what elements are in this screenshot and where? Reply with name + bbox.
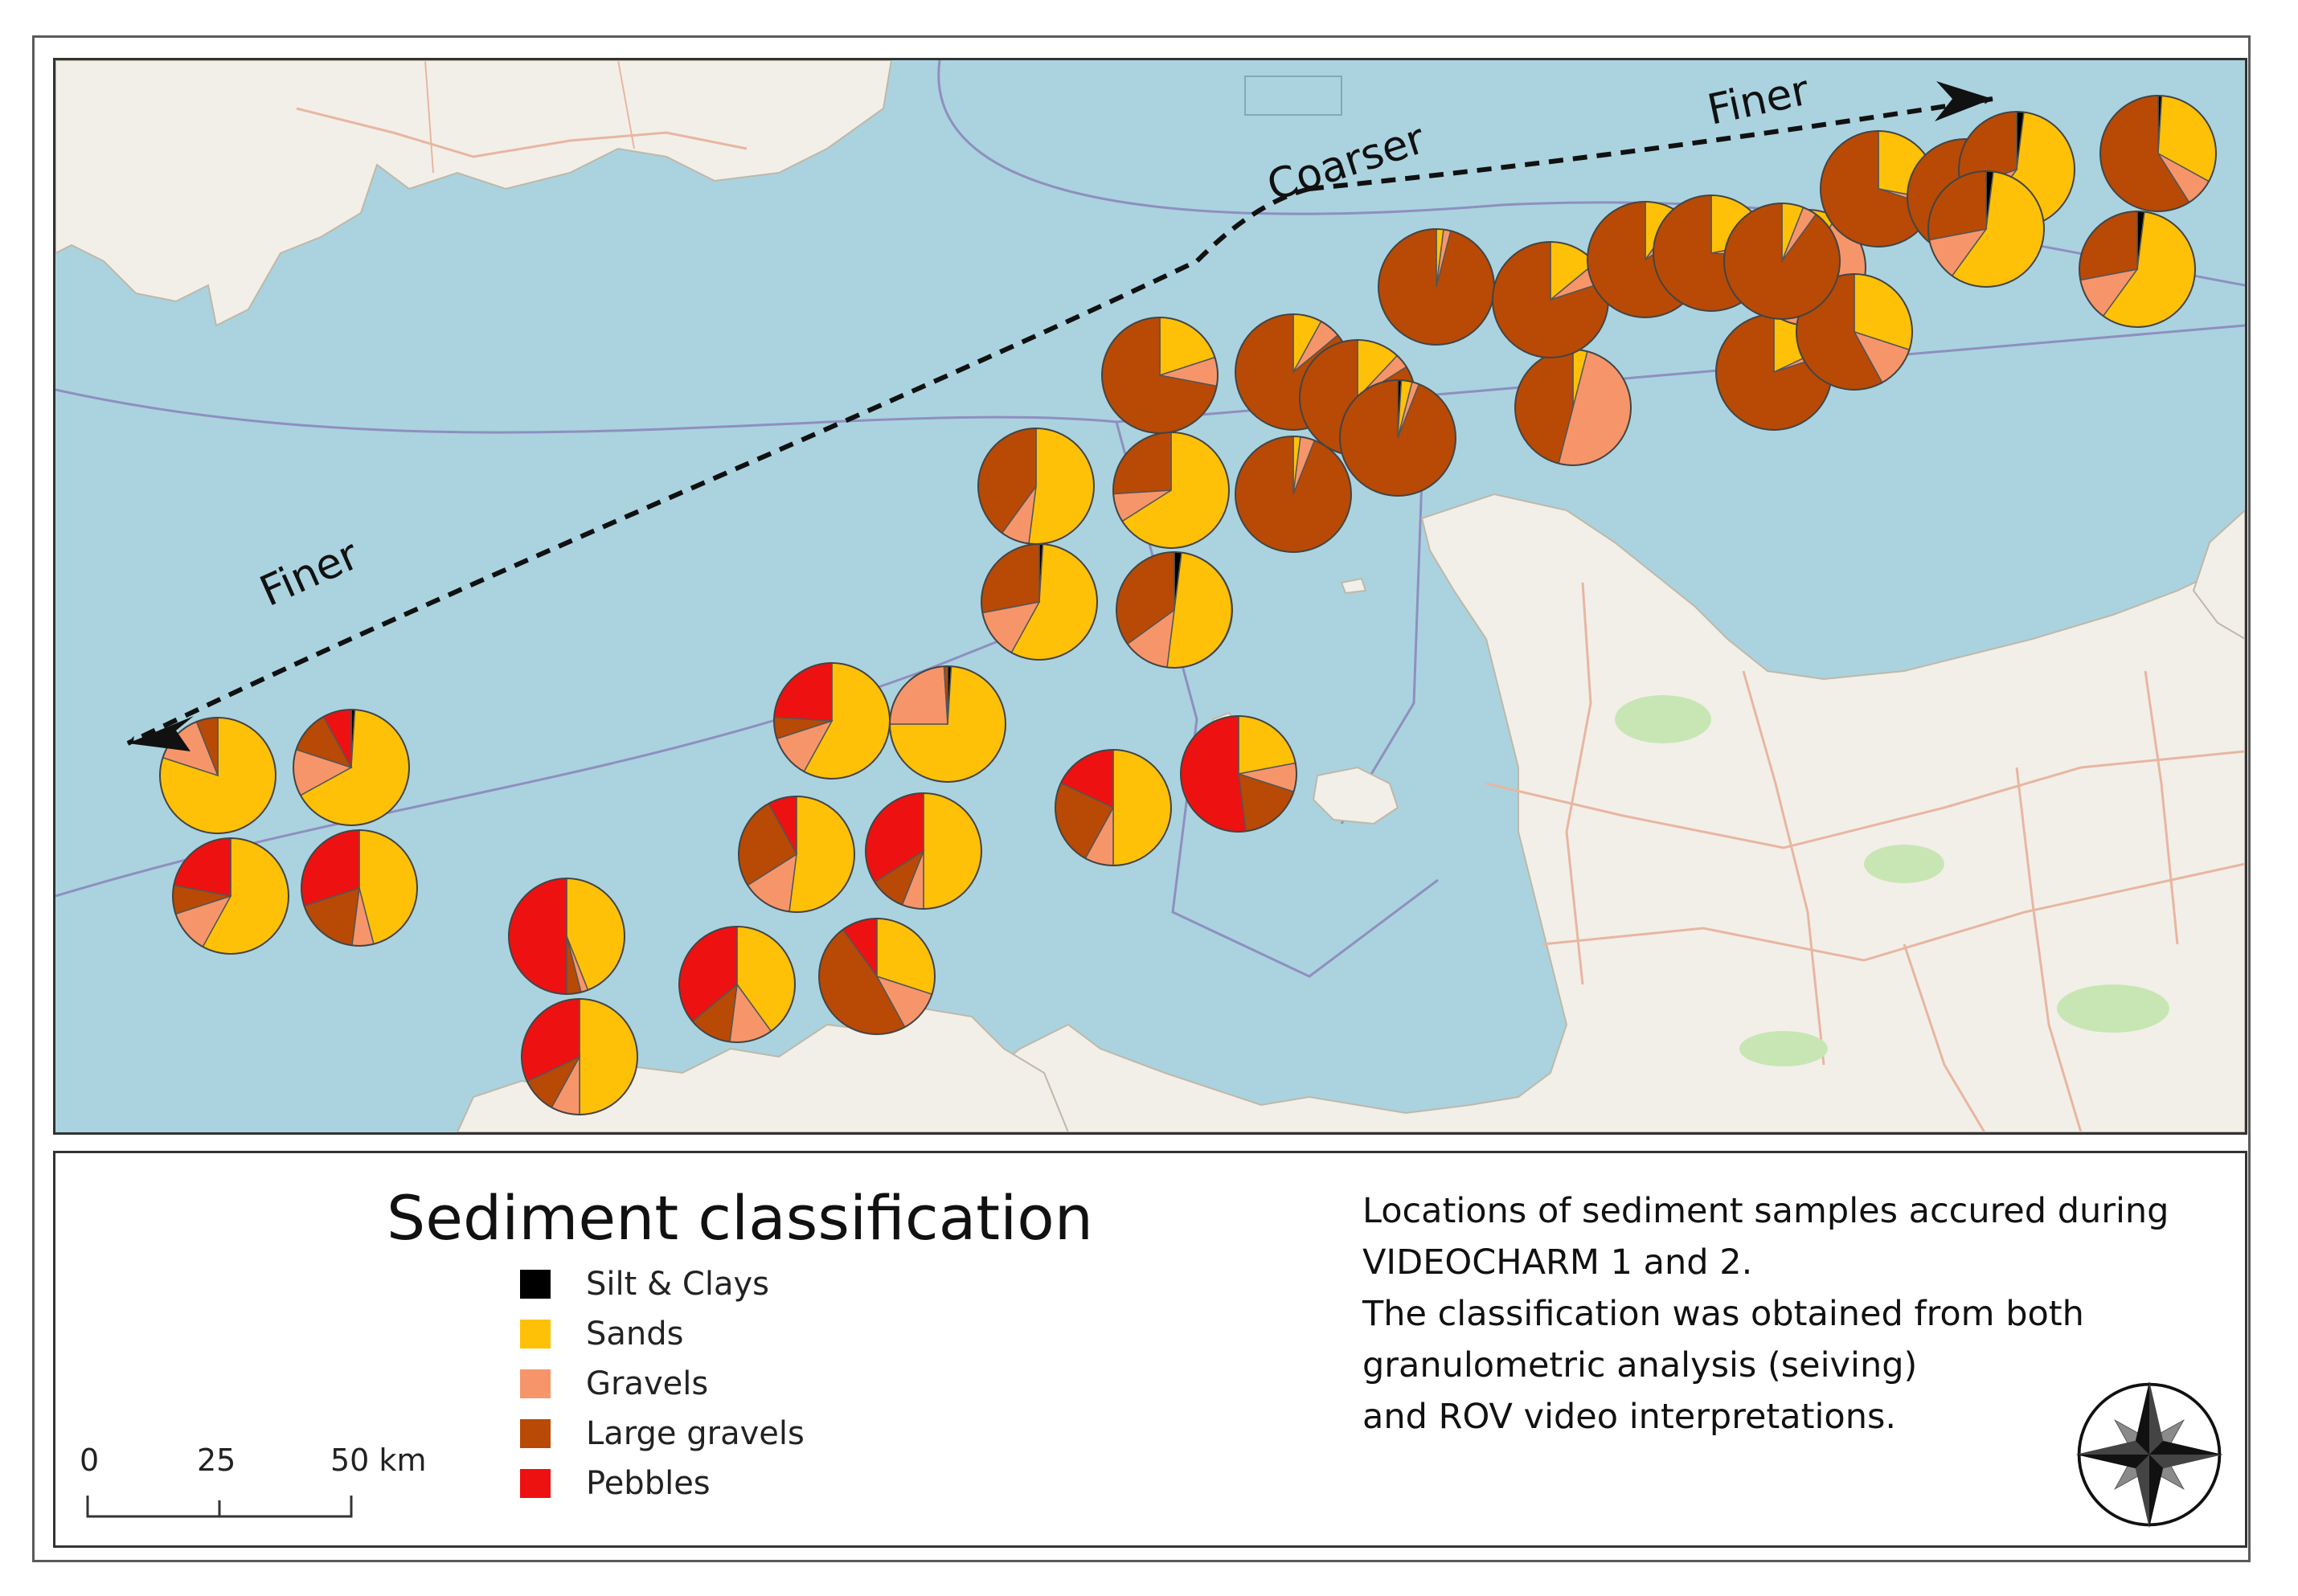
legend-swatch-gravel	[520, 1369, 551, 1398]
pie-outline	[865, 792, 982, 910]
pie-outline	[301, 829, 418, 947]
scale-tick-25: 25	[197, 1443, 236, 1478]
scale-bar: 0 25 50 km	[80, 1443, 449, 1531]
sample-pie-s36[interactable]	[2099, 95, 2217, 212]
pie-outline	[2079, 211, 2196, 328]
description-line: and ROV video interpretations.	[1362, 1397, 1897, 1437]
sample-pie-s37[interactable]	[2079, 211, 2196, 328]
legend-item-pebble: Pebbles	[520, 1463, 711, 1504]
legend-swatch-large-gravel	[520, 1419, 551, 1448]
description-line: The classification was obtained from bot…	[1362, 1294, 2084, 1334]
road-england	[296, 107, 748, 158]
legend-swatch-silt	[520, 1270, 551, 1299]
sample-pie-s25[interactable]	[1514, 349, 1632, 466]
scale-tick-0: 0	[80, 1443, 100, 1478]
pie-outline	[1723, 203, 1841, 320]
sample-pie-s09[interactable]	[738, 796, 855, 913]
pie-outline	[1116, 551, 1233, 669]
legend-label-silt: Silt & Clays	[586, 1266, 769, 1303]
sample-pie-s15[interactable]	[981, 543, 1098, 661]
legend-item-large-gravel: Large gravels	[520, 1414, 805, 1454]
description-line: Locations of sediment samples accured du…	[1362, 1191, 2169, 1231]
sample-pie-s05[interactable]	[508, 878, 625, 995]
pie-outline	[508, 878, 625, 995]
sample-pie-s03[interactable]	[172, 837, 289, 955]
sample-pie-s16[interactable]	[1116, 551, 1233, 669]
legend-item-sand: Sands	[520, 1314, 683, 1354]
arrowhead-right	[1935, 81, 1993, 121]
legend-swatch-pebble	[520, 1469, 551, 1498]
land-england	[55, 60, 893, 327]
pie-outline	[1339, 379, 1456, 497]
description-line: granulometric analysis (seiving)	[1362, 1345, 1918, 1385]
legend-panel: Sediment classification Silt & Clays San…	[53, 1151, 2247, 1548]
sample-pie-s08[interactable]	[818, 918, 936, 1035]
forests-france	[1615, 695, 2169, 1066]
legend-item-silt: Silt & Clays	[520, 1264, 769, 1304]
sample-pie-s11[interactable]	[773, 662, 891, 780]
sample-pie-s13[interactable]	[1055, 749, 1172, 866]
pie-outline	[1796, 273, 1913, 391]
pie-outline	[159, 717, 276, 834]
legend-swatch-sand	[520, 1320, 551, 1348]
sample-pie-s20[interactable]	[1101, 317, 1219, 434]
pie-outline	[889, 665, 1006, 783]
marine-zone-marker	[1244, 76, 1342, 116]
pie-outline	[977, 428, 1095, 545]
pie-outline	[1101, 317, 1219, 434]
sample-pie-s07[interactable]	[678, 926, 796, 1043]
arrowhead-left	[128, 716, 194, 751]
pie-outline	[678, 926, 796, 1043]
sample-pie-s06[interactable]	[521, 998, 638, 1115]
island-jersey	[1312, 766, 1399, 825]
sample-pie-s19[interactable]	[1235, 436, 1352, 553]
sample-pie-s02[interactable]	[293, 709, 410, 826]
legend-label-sand: Sands	[586, 1316, 684, 1353]
pie-outline	[293, 709, 410, 826]
roads-france	[1485, 582, 2245, 1132]
sample-pie-s38[interactable]	[1927, 170, 2045, 288]
pie-outline	[1055, 749, 1172, 866]
description-line: VIDEOCHARM 1 and 2.	[1362, 1242, 1753, 1283]
scale-tick-50: 50 km	[330, 1443, 427, 1478]
land-france	[584, 493, 2245, 1132]
legend-label-large-gravel: Large gravels	[586, 1415, 805, 1452]
legend-label-pebble: Pebbles	[586, 1465, 711, 1502]
sample-pie-s12[interactable]	[889, 665, 1006, 783]
pie-outline	[1927, 170, 2045, 288]
pie-outline	[2099, 95, 2217, 212]
pie-outline	[521, 998, 638, 1115]
sample-pie-s33[interactable]	[1723, 203, 1841, 320]
land-cotentin-east	[2192, 509, 2245, 640]
sample-pie-s10[interactable]	[865, 792, 982, 910]
sample-pies	[159, 95, 2217, 1115]
legend-title: Sediment classification	[387, 1182, 1093, 1254]
compass-rose-icon	[2075, 1381, 2223, 1528]
sample-pie-s14[interactable]	[1180, 715, 1297, 833]
sample-pie-s23[interactable]	[1339, 379, 1456, 497]
trend-arrow-finer-right	[1309, 96, 1993, 191]
scale-bar-line	[86, 1496, 353, 1518]
sample-pie-s04[interactable]	[301, 829, 418, 947]
pie-outline	[738, 796, 855, 913]
map-canvas[interactable]: Coarser Finer Finer	[55, 60, 2245, 1132]
legend-label-gravel: Gravels	[586, 1365, 709, 1402]
pie-outline	[1180, 715, 1297, 833]
pie-outline	[172, 837, 289, 955]
map-panel[interactable]: Coarser Finer Finer	[53, 58, 2247, 1135]
legend-item-gravel: Gravels	[520, 1364, 708, 1404]
road-england-minor	[424, 60, 635, 174]
pie-outline	[1235, 436, 1352, 553]
sample-pie-s18[interactable]	[1112, 432, 1230, 549]
sample-pie-s24[interactable]	[1378, 228, 1495, 346]
sample-pie-s17[interactable]	[977, 428, 1095, 545]
figure-description: Locations of sediment samples accured du…	[1362, 1185, 2198, 1443]
pie-outline	[818, 918, 936, 1035]
island-alderney	[1340, 577, 1367, 595]
